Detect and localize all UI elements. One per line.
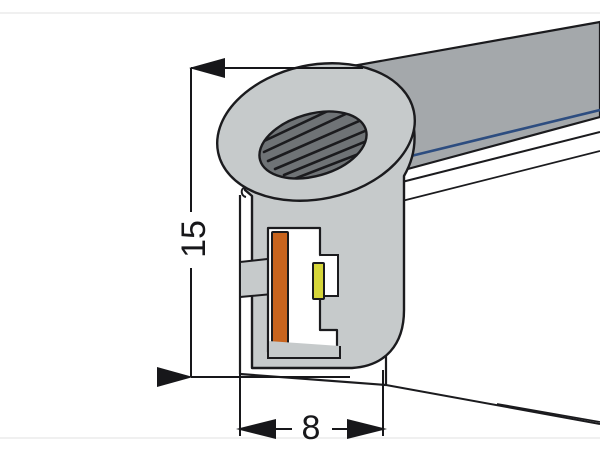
base-front-edge [239, 372, 387, 387]
height-dimension: 15 [157, 57, 363, 387]
pcb-strip [271, 231, 289, 349]
led-chip [312, 262, 325, 300]
front-lower-edge [496, 403, 600, 423]
front-top-edge [385, 131, 600, 187]
width-dimension-label: 8 [302, 409, 321, 447]
housing-base-plate [267, 341, 341, 359]
width-dimension: 8 [236, 370, 387, 447]
front-face [386, 132, 600, 420]
front-bottom-edge [385, 384, 600, 425]
front-groove-edge [385, 150, 600, 206]
profile-body [215, 20, 600, 425]
blue-marking-stripe [409, 108, 600, 158]
cap-left-notch [240, 186, 247, 198]
height-dimension-label: 15 [175, 220, 213, 258]
